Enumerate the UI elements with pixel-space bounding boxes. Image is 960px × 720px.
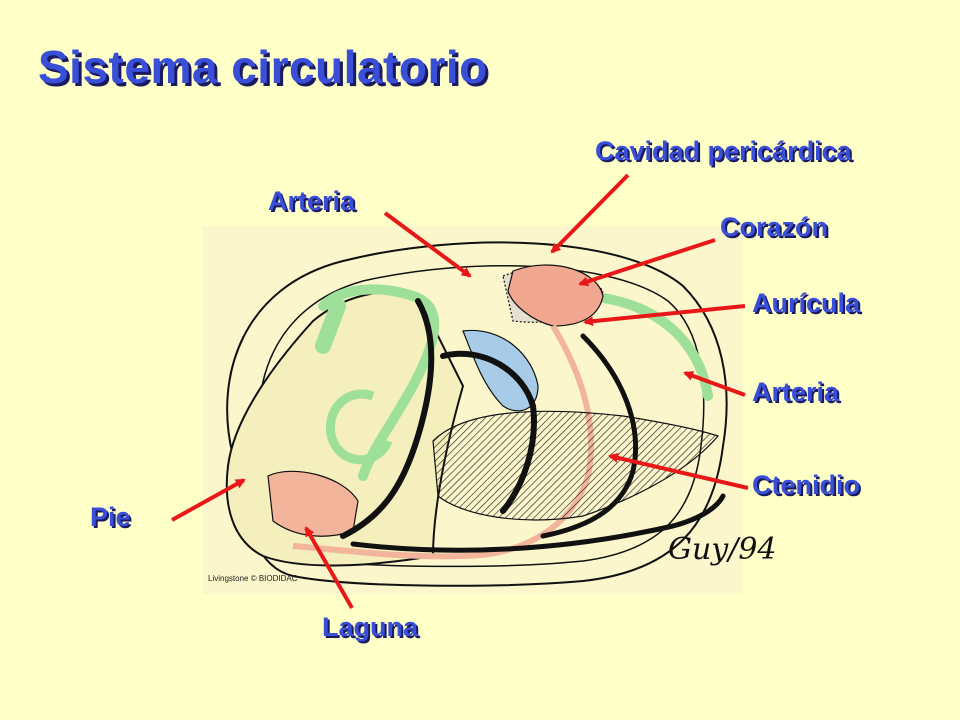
green-vessel-loop <box>325 389 393 465</box>
ctenidium <box>432 410 720 521</box>
blue-organ <box>462 329 539 412</box>
label-auricula: Aurícula <box>752 288 861 318</box>
green-vessel-tube <box>315 298 346 354</box>
label-ctenidio: Ctenidio <box>752 470 860 500</box>
page-title: Sistema circulatorio <box>38 41 488 93</box>
label-laguna: Laguna <box>322 612 419 642</box>
label-corazon: Corazón <box>720 212 828 242</box>
figure-credit: Livingstone © BIODIDAC <box>208 574 298 583</box>
circulatory-diagram <box>203 226 743 594</box>
label-arteria-top: Arteria <box>268 186 356 216</box>
green-vessel-left <box>318 284 440 481</box>
figure-signature: Guy/94 <box>668 532 777 567</box>
pink-artery <box>292 324 595 560</box>
label-pie: Pie <box>90 502 131 532</box>
black-vessel-branch <box>440 350 537 514</box>
black-vessel-lower <box>350 493 726 553</box>
label-arteria-right: Arteria <box>752 377 840 407</box>
laguna-region <box>267 470 359 537</box>
label-cavidad-pericardica: Cavidad pericárdica <box>595 136 852 166</box>
black-vessel-main <box>340 298 435 539</box>
